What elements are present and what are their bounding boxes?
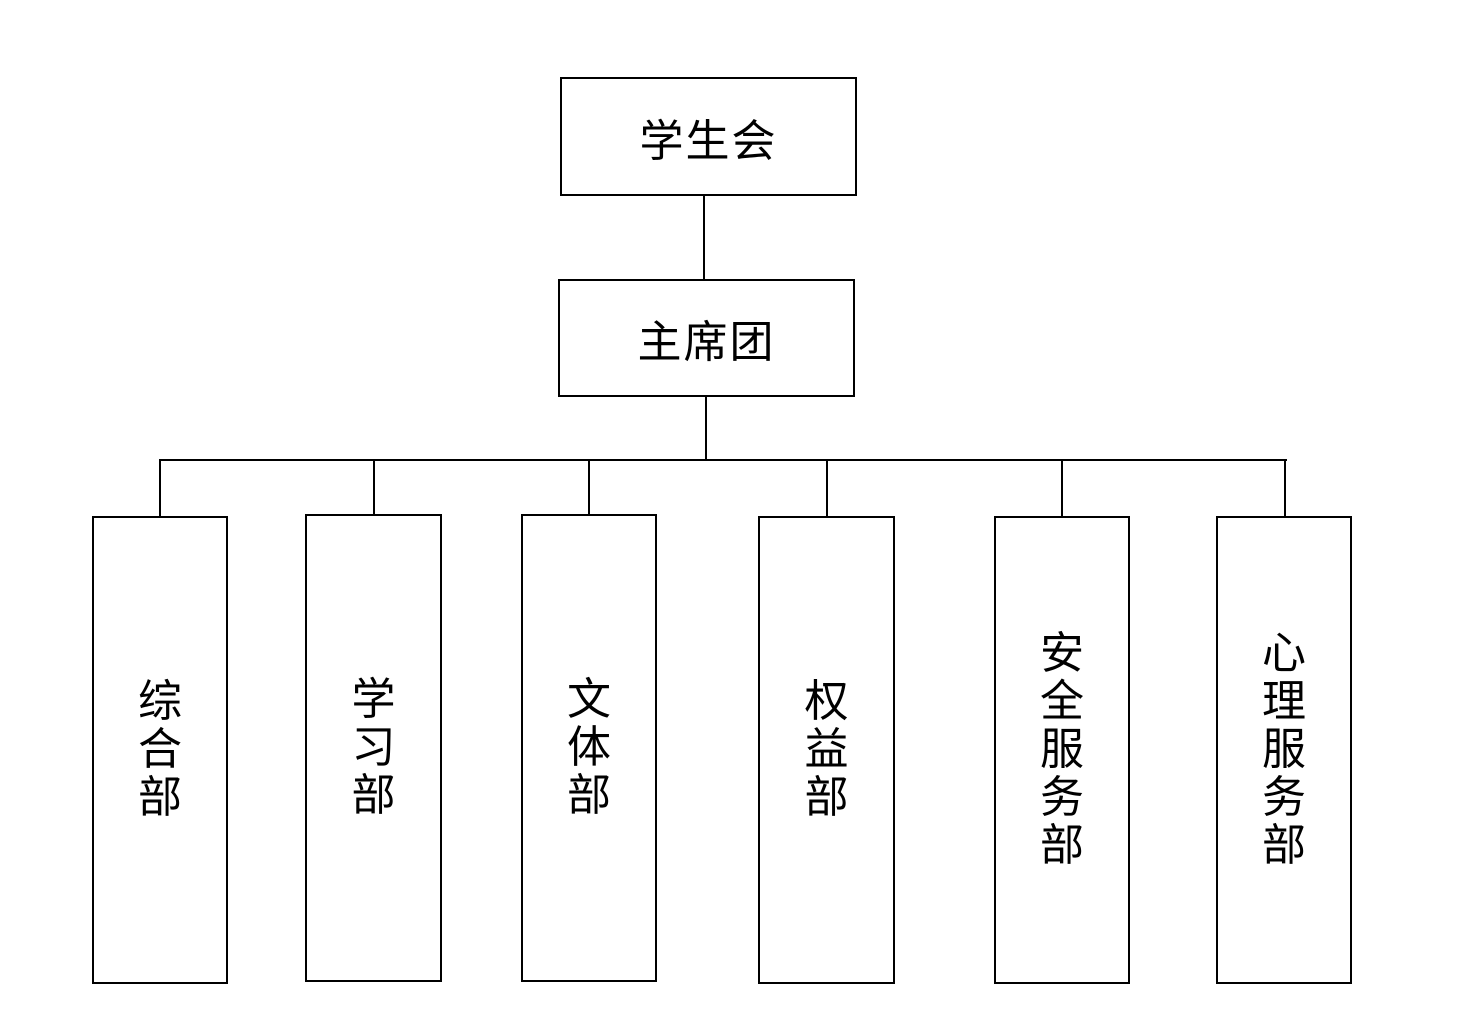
node-dept-arts-sports-label: 文体部 bbox=[567, 674, 611, 821]
node-dept-safety-service-label: 安全服务部 bbox=[1040, 628, 1084, 871]
node-dept-study: 学习部 bbox=[305, 514, 442, 982]
node-student-union: 学生会 bbox=[560, 77, 857, 196]
node-dept-general-label: 综合部 bbox=[138, 676, 182, 823]
node-dept-safety-service: 安全服务部 bbox=[994, 516, 1130, 984]
node-dept-arts-sports: 文体部 bbox=[521, 514, 657, 982]
node-dept-psych-service: 心理服务部 bbox=[1216, 516, 1352, 984]
node-presidium-label: 主席团 bbox=[637, 317, 776, 368]
node-dept-study-label: 学习部 bbox=[351, 674, 396, 821]
node-student-union-label: 学生会 bbox=[639, 115, 778, 167]
connector-presidium-bus bbox=[705, 397, 707, 460]
connector-drop-dept-1 bbox=[159, 460, 161, 517]
connector-drop-dept-3 bbox=[588, 460, 590, 515]
connector-drop-dept-5 bbox=[1061, 460, 1063, 517]
node-dept-psych-service-label: 心理服务部 bbox=[1262, 628, 1306, 871]
node-presidium: 主席团 bbox=[558, 279, 855, 397]
connector-horizontal-bus bbox=[159, 459, 1287, 461]
node-dept-rights-label: 权益部 bbox=[804, 676, 849, 823]
connector-root-presidium bbox=[703, 196, 705, 280]
node-dept-rights: 权益部 bbox=[758, 516, 895, 984]
connector-drop-dept-2 bbox=[373, 460, 375, 515]
connector-drop-dept-6 bbox=[1284, 460, 1286, 517]
node-dept-general: 综合部 bbox=[92, 516, 228, 984]
connector-drop-dept-4 bbox=[826, 460, 828, 517]
